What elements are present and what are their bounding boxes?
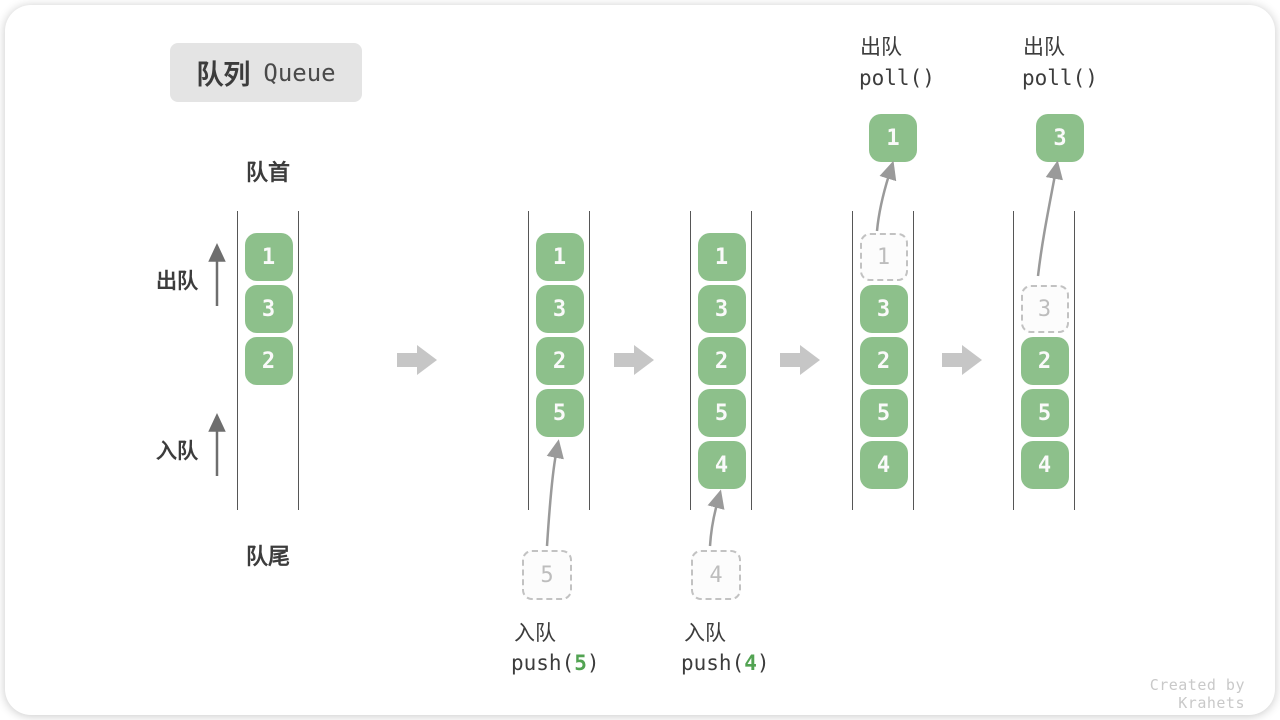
code-text: ) xyxy=(586,651,600,675)
dequeue-side-label: 出队 xyxy=(156,270,198,293)
enqueue-op-label: 入队 xyxy=(684,622,726,645)
queue-front-label: 队首 xyxy=(245,160,290,185)
enqueue-ghost-item: 4 xyxy=(691,550,741,600)
queue-item: 2 xyxy=(697,337,746,385)
code-text: push( xyxy=(511,651,575,675)
enqueue-ghost-item: 5 xyxy=(522,550,572,600)
queue-item: 5 xyxy=(859,389,908,437)
queue-item: 5 xyxy=(697,389,746,437)
queue-item: 3 xyxy=(535,285,584,333)
dequeue-op-code: poll() xyxy=(1022,66,1098,90)
popped-item: 1 xyxy=(869,114,917,162)
queue-item: 2 xyxy=(244,337,293,385)
queue-item: 2 xyxy=(1020,337,1069,385)
queue-item: 4 xyxy=(697,441,746,489)
step-arrow-icon xyxy=(614,345,654,375)
queue-item: 3 xyxy=(859,285,908,333)
badge-title-zh: 队列 xyxy=(196,60,251,90)
step-arrow-icon xyxy=(780,345,820,375)
code-arg: 4 xyxy=(744,651,757,675)
dequeue-op-label: 出队 xyxy=(1023,36,1065,59)
enqueue-op-code: push(4) xyxy=(681,651,770,675)
enqueue-op-code: push(5) xyxy=(511,651,600,675)
queue-item-ghost: 1 xyxy=(859,233,908,281)
queue-item: 1 xyxy=(244,233,293,281)
watermark: Created by Krahets xyxy=(1149,676,1245,712)
dequeue-op-label: 出队 xyxy=(860,36,902,59)
queue-item: 1 xyxy=(697,233,746,281)
queue-item: 4 xyxy=(1020,441,1069,489)
step-arrow-icon xyxy=(942,345,982,375)
code-text: push( xyxy=(681,651,745,675)
queue-tail-label: 队尾 xyxy=(245,544,290,569)
code-arg: 5 xyxy=(574,651,587,675)
popped-item: 3 xyxy=(1036,114,1084,162)
step-arrow-icon xyxy=(397,345,437,375)
enqueue-side-label: 入队 xyxy=(156,440,198,463)
queue-item-ghost: 3 xyxy=(1020,285,1069,333)
code-text: ) xyxy=(756,651,770,675)
queue-item: 3 xyxy=(697,285,746,333)
enqueue-arrow-icon xyxy=(707,489,725,547)
enqueue-op-label: 入队 xyxy=(514,622,556,645)
queue-item: 5 xyxy=(1020,389,1069,437)
title-badge: 队列 Queue xyxy=(170,43,362,102)
queue-item: 5 xyxy=(535,389,584,437)
queue-item: 4 xyxy=(859,441,908,489)
badge-title-en: Queue xyxy=(263,58,336,87)
queue-item: 2 xyxy=(535,337,584,385)
queue-item: 2 xyxy=(859,337,908,385)
dequeue-op-code: poll() xyxy=(859,66,935,90)
queue-item: 3 xyxy=(244,285,293,333)
queue-item: 1 xyxy=(535,233,584,281)
